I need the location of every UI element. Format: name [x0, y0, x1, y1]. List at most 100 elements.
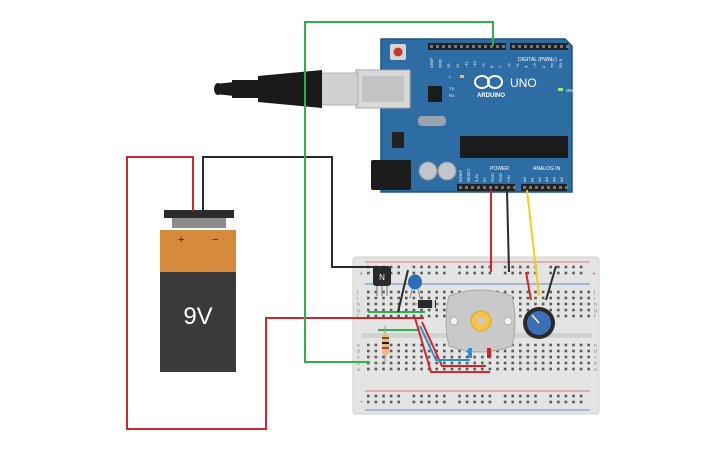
rail-hole [397, 271, 400, 275]
wire-motor-red-1[interactable] [414, 317, 490, 373]
usb-plug-neck [232, 80, 260, 98]
breadboard-hole [450, 355, 454, 359]
wire-gnd[interactable] [506, 189, 510, 273]
breadboard-hole [435, 343, 438, 347]
header-pin [484, 45, 487, 48]
wire-battery-negative[interactable] [202, 156, 375, 268]
tx-label: TX [449, 86, 454, 91]
rail-hole [557, 394, 560, 398]
wires[interactable] [126, 21, 557, 430]
wire-motor-red-2[interactable] [421, 321, 486, 367]
breadboard-hole [579, 361, 583, 365]
breadboard-hole [427, 308, 431, 312]
usb-chip [428, 86, 442, 102]
breadboard-hole [511, 355, 514, 359]
header-pin [465, 186, 468, 189]
arduino-logo [474, 75, 503, 89]
row-letter: d [594, 349, 597, 355]
battery-9v[interactable]: + − 9V [160, 210, 236, 372]
wire-battery-positive[interactable] [126, 156, 424, 430]
breadboard-hole [435, 349, 438, 353]
rail-hole [473, 394, 476, 398]
diode[interactable] [412, 300, 440, 308]
wire-motor-blue[interactable] [419, 325, 470, 361]
rail-hole [564, 394, 568, 398]
wire-pot-gnd[interactable] [545, 265, 557, 301]
breadboard-hole [496, 367, 499, 371]
rail-hole [389, 271, 393, 275]
breadboard-hole [579, 308, 583, 312]
battery-terminals [172, 218, 226, 228]
breadboard-hole [557, 314, 560, 318]
breadboard-hole [572, 296, 575, 300]
rail-hole [511, 271, 514, 275]
breadboard-hole [519, 308, 522, 312]
breadboard-hole [572, 367, 575, 371]
breadboard-hole [549, 349, 552, 353]
rail-hole [443, 394, 446, 398]
rail-hole [549, 400, 552, 404]
reset-button-cap[interactable] [393, 47, 403, 57]
rail-hole [435, 265, 438, 269]
ceramic-capacitor[interactable] [408, 274, 422, 299]
breadboard-hole [557, 355, 560, 359]
breadboard-hole [420, 355, 423, 359]
breadboard-hole [549, 343, 552, 347]
wire-a0[interactable] [526, 189, 540, 297]
row-letter: j [356, 290, 358, 296]
breadboard-hole [579, 343, 583, 347]
breadboard-hole [534, 349, 537, 353]
breadboard-hole [374, 296, 378, 300]
breadboard-hole [526, 302, 530, 306]
battery-top [160, 230, 236, 272]
header-pin [472, 45, 475, 48]
rail-hole [382, 400, 385, 404]
pin-label: 8 [489, 65, 494, 68]
pin-label: AREF [429, 57, 434, 68]
breadboard-hole [420, 343, 423, 347]
dc-motor[interactable] [445, 289, 516, 358]
breadboard-hole [526, 308, 530, 312]
breadboard-hole [382, 355, 385, 359]
pin-label: 4 [524, 65, 529, 68]
breadboard-hole [420, 290, 423, 294]
breadboard-hole [564, 308, 568, 312]
transistor[interactable]: N [373, 266, 391, 296]
rail-hole [488, 265, 492, 269]
rail-hole [572, 271, 575, 275]
rail-hole [572, 394, 575, 398]
breadboard-hole [579, 302, 583, 306]
wire-transistor-gnd[interactable] [397, 269, 409, 313]
breadboard-hole [564, 349, 568, 353]
rail-hole [557, 271, 560, 275]
breadboard-hole [412, 290, 416, 294]
breadboard-hole [382, 290, 385, 294]
breadboard-hole [519, 361, 522, 365]
breadboard-hole [367, 314, 370, 318]
wire-pin9-signal[interactable] [304, 21, 494, 363]
breadboard-hole [367, 367, 370, 371]
breadboard-hole [382, 367, 385, 371]
rail-hole [420, 400, 423, 404]
header-pin [460, 45, 463, 48]
breadboard-hole [496, 355, 499, 359]
header-pin [489, 186, 492, 189]
potentiometer[interactable] [523, 307, 555, 339]
pin-label: RESET [466, 168, 471, 182]
rail-hole [427, 400, 431, 404]
arduino-uno-board[interactable]: ARDUINO UNO DIGITAL (PWM~) POWER ANALOG … [355, 38, 573, 193]
usb-cable[interactable] [214, 70, 359, 108]
breadboard-hole [412, 308, 416, 312]
breadboard-hole [587, 302, 590, 306]
pin-label: 13 [446, 63, 451, 68]
rail-minus-label-bottom: − [359, 399, 363, 406]
resistor[interactable] [382, 326, 389, 364]
breadboard-hole [405, 343, 408, 347]
wire-pot-vcc[interactable] [525, 271, 532, 301]
header-pin [466, 45, 469, 48]
rail-hole [519, 400, 522, 404]
breadboard-hole [488, 361, 492, 365]
breadboard-hole [397, 343, 400, 347]
breadboard-hole [564, 367, 568, 371]
